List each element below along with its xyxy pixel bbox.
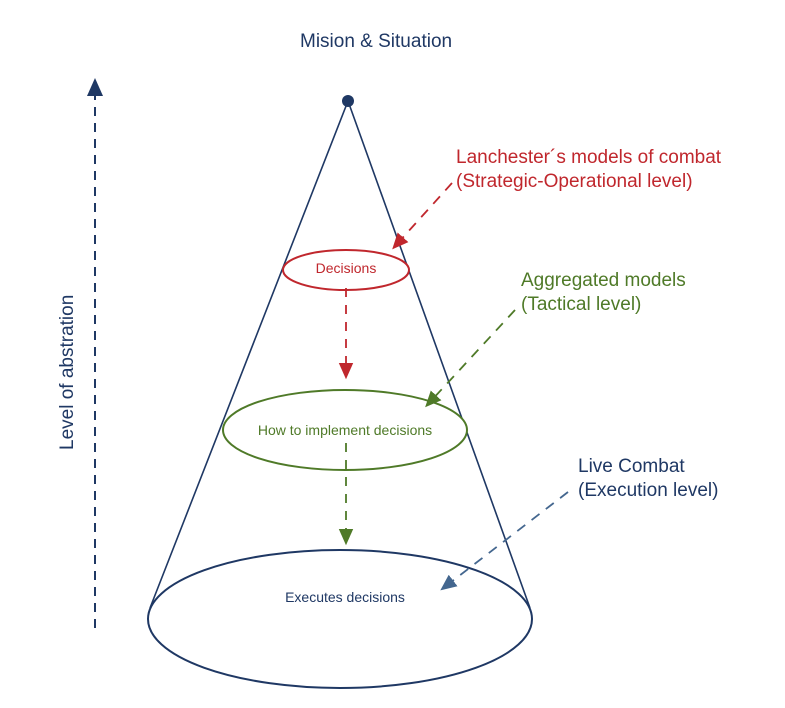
lanchester-callout-arrow: [392, 182, 453, 250]
cone-left-edge: [149, 100, 349, 609]
how-to-implement-ellipse: [222, 389, 468, 471]
apex-point: [342, 95, 354, 107]
executes-decisions-node-label: Executes decisions: [285, 589, 405, 605]
apex-label: Mision & Situation: [300, 30, 452, 54]
lanchester-label: Lanchester´s models of combat (Strategic…: [456, 146, 721, 194]
how-to-implement-node-label: How to implement decisions: [257, 422, 433, 438]
live-combat-callout-arrow: [440, 491, 569, 591]
live-combat-level: (Execution level): [578, 479, 719, 501]
decisions-node-label: Decisions: [315, 260, 377, 276]
cone-right-edge: [347, 100, 531, 609]
aggregated-title: Aggregated models: [521, 270, 686, 291]
live-combat-label: Live Combat (Execution level): [578, 455, 718, 503]
lanchester-level: (Strategic-Operational level): [456, 170, 693, 192]
apex-label-text: Mision & Situation: [300, 31, 453, 52]
aggregated-callout-arrow: [425, 309, 516, 408]
axis-label-text: Level of abstration: [57, 294, 78, 450]
live-combat-title: Live Combat: [578, 456, 685, 477]
aggregated-label: Aggregated models (Tactical level): [521, 269, 686, 317]
lanchester-title: Lanchester´s models of combat: [456, 147, 722, 168]
aggregated-level: (Tactical level): [521, 293, 642, 315]
executes-decisions-ellipse: [147, 549, 533, 689]
axis-label: Level of abstration: [56, 294, 80, 449]
